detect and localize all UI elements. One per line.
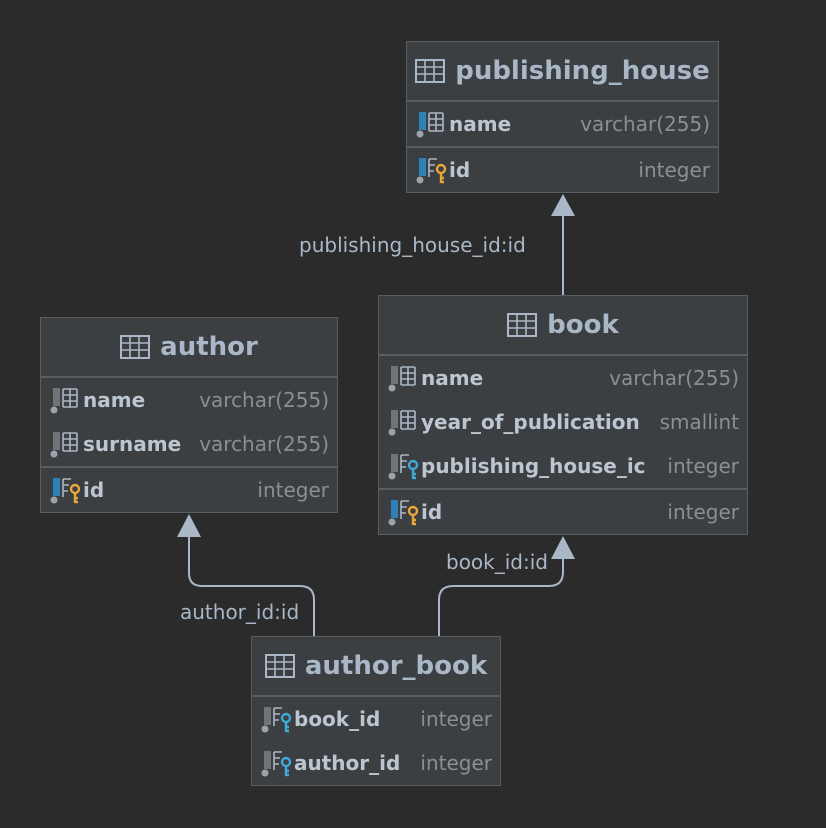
relation-label-book: book_id:id: [446, 550, 548, 574]
arrow-head-book: [551, 536, 575, 559]
column-name: id: [449, 158, 471, 182]
table-author-book[interactable]: author_book book_id integer: [251, 636, 501, 786]
arrow-head-author: [177, 514, 201, 537]
relation-line-author: [188, 536, 315, 636]
table-author[interactable]: author name varchar(255) surname va: [40, 317, 338, 513]
column-name: name: [83, 388, 146, 412]
foreign-key-icon: [261, 707, 292, 733]
column-type: integer: [420, 707, 492, 731]
column-row[interactable]: book_id integer: [252, 697, 500, 741]
column-type: varchar(255): [199, 388, 329, 412]
table-title: author: [160, 332, 258, 362]
table-title: book: [547, 310, 619, 340]
column-row[interactable]: publishing_house_ic integer: [379, 444, 747, 488]
primary-key-icon: [50, 478, 81, 504]
columns-section: name varchar(255) surname varchar(255): [41, 378, 337, 468]
column-icon: [388, 410, 416, 436]
columns-section: name varchar(255): [407, 102, 718, 148]
keys-section: id integer: [379, 490, 747, 534]
column-name: author_id: [294, 751, 401, 775]
key-row[interactable]: id integer: [407, 148, 718, 192]
foreign-key-icon: [388, 454, 419, 480]
column-name: id: [421, 500, 443, 524]
relation-label-author: author_id:id: [180, 600, 300, 624]
table-publishing-house[interactable]: publishing_house name varchar(255): [406, 41, 719, 193]
column-type: smallint: [659, 410, 739, 434]
table-icon: [415, 59, 446, 83]
column-row[interactable]: year_of_publication smallint: [379, 400, 747, 444]
primary-key-icon: [416, 158, 447, 184]
table-icon: [264, 654, 295, 678]
column-icon: [416, 112, 444, 138]
table-header: author: [41, 318, 337, 378]
column-type: integer: [420, 751, 492, 775]
column-row[interactable]: surname varchar(255): [41, 422, 337, 466]
column-icon: [388, 366, 416, 392]
column-row[interactable]: name varchar(255): [41, 378, 337, 422]
column-name: id: [83, 478, 105, 502]
table-book[interactable]: book name varchar(255) year_of_publicati…: [378, 295, 748, 535]
key-row[interactable]: id integer: [379, 490, 747, 534]
relation-label-publishing-house: publishing_house_id:id: [299, 233, 526, 257]
columns-section: name varchar(255) year_of_publication sm…: [379, 356, 747, 490]
column-type: integer: [638, 158, 710, 182]
table-header: publishing_house: [407, 42, 718, 102]
column-name: name: [449, 112, 512, 136]
column-name: surname: [83, 432, 182, 456]
column-icon: [50, 432, 78, 458]
column-type: integer: [667, 500, 739, 524]
table-title: author_book: [304, 651, 488, 681]
keys-section: id integer: [407, 148, 718, 192]
arrow-head-publishing-house: [551, 194, 575, 216]
columns-section: book_id integer author_id integer: [252, 697, 500, 785]
column-type: varchar(255): [199, 432, 329, 456]
column-type: integer: [667, 454, 739, 478]
column-type: varchar(255): [609, 366, 739, 390]
table-header: author_book: [252, 637, 500, 697]
column-name: name: [421, 366, 484, 390]
column-type: integer: [257, 478, 329, 502]
key-row[interactable]: id integer: [41, 468, 337, 512]
foreign-key-icon: [261, 751, 292, 777]
column-row[interactable]: name varchar(255): [407, 102, 718, 146]
column-name: book_id: [294, 707, 381, 731]
table-icon: [120, 335, 151, 359]
table-header: book: [379, 296, 747, 356]
column-name: year_of_publication: [421, 410, 640, 434]
table-title: publishing_house: [455, 56, 710, 86]
column-row[interactable]: author_id integer: [252, 741, 500, 785]
table-icon: [507, 313, 538, 337]
column-row[interactable]: name varchar(255): [379, 356, 747, 400]
primary-key-icon: [388, 500, 419, 526]
relation-line-book: [438, 556, 564, 636]
column-icon: [50, 388, 78, 414]
keys-section: id integer: [41, 468, 337, 512]
column-type: varchar(255): [580, 112, 710, 136]
column-name: publishing_house_ic: [421, 454, 646, 478]
